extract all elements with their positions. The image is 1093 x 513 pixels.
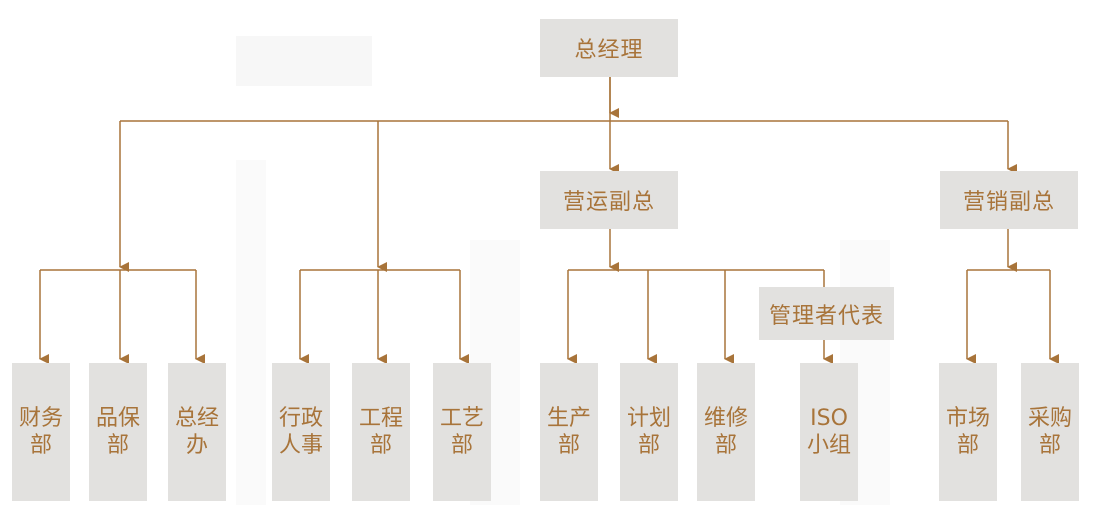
node-gm-office: 总经办 xyxy=(168,363,226,501)
node-finance-dept: 财务部 xyxy=(12,363,70,501)
node-operations-vp: 营运副总 xyxy=(540,171,678,229)
node-admin-hr: 行政人事 xyxy=(272,363,330,501)
node-management-representative: 管理者代表 xyxy=(759,287,894,340)
node-sales-vp: 营销副总 xyxy=(940,171,1078,229)
background-decoration xyxy=(236,36,372,86)
background-decoration xyxy=(236,160,266,505)
node-general-manager: 总经理 xyxy=(540,19,678,77)
node-marketing-dept: 市场部 xyxy=(939,363,997,501)
node-planning-dept: 计划部 xyxy=(620,363,678,501)
node-production-dept: 生产部 xyxy=(540,363,598,501)
node-maintenance-dept: 维修部 xyxy=(697,363,755,501)
node-purchasing-dept: 采购部 xyxy=(1021,363,1079,501)
node-engineering-dept: 工程部 xyxy=(352,363,410,501)
node-quality-dept: 品保部 xyxy=(89,363,147,501)
node-process-dept: 工艺部 xyxy=(433,363,491,501)
node-iso-group: ISO小组 xyxy=(800,363,858,501)
